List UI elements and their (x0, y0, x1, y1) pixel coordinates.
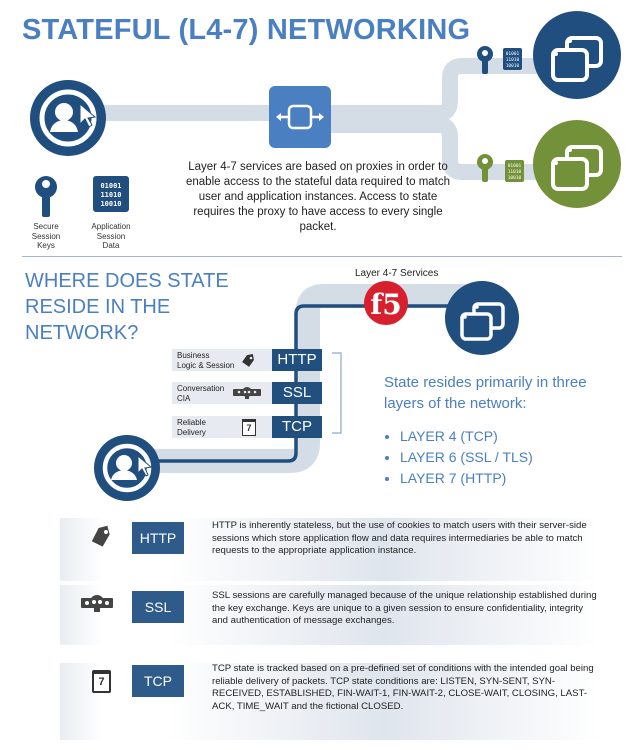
intro-text: Layer 4-7 services are based on proxies … (185, 161, 451, 233)
stack-label: Business Logic & Session (177, 351, 234, 371)
calendar-icon: 7 (242, 419, 256, 436)
layer-item: LAYER 7 (HTTP) (400, 468, 624, 489)
binary-data-icon-green: 01001 11010 10010 (505, 160, 524, 182)
layer-services-label: Layer 4-7 Services (355, 268, 439, 279)
protocol-badge-http: HTTP (272, 349, 322, 371)
protocol-badge-tcp: TCP (272, 416, 322, 438)
legend-label-line: Session (31, 231, 61, 241)
detail-card-http: HTTP HTTP is inherently stateless, but t… (60, 518, 600, 581)
detail-card-ssl: SSL SSL sessions are carefully managed b… (60, 585, 600, 645)
svg-text:11010: 11010 (100, 191, 121, 199)
connection-paths (100, 58, 560, 180)
application-window-icon-green (533, 120, 621, 208)
detail-text: HTTP is inherently stateless, but the us… (212, 520, 587, 556)
detail-card-tcp: 7 TCP TCP state is tracked based on a pr… (60, 663, 600, 740)
protocol-badge: HTTP (132, 522, 184, 554)
detail-text: TCP state is tracked based on a pre-defi… (212, 663, 594, 712)
svg-text:10010: 10010 (508, 175, 522, 181)
svg-text:01001: 01001 (508, 163, 522, 169)
legend-label-line: Data (102, 241, 120, 250)
state-summary: State resides primarily in three layers … (384, 372, 624, 489)
stack-label-line: Delivery (177, 428, 206, 437)
stack-label-line: Reliable (177, 418, 206, 427)
layer-list: LAYER 4 (TCP) LAYER 6 (SSL / TLS) LAYER … (384, 426, 624, 489)
svg-text:10010: 10010 (100, 200, 121, 208)
protocol-badge-ssl: SSL (272, 382, 322, 404)
legend-label-line: Secure (33, 222, 59, 231)
section-heading: WHERE DOES STATE RESIDE IN THE NETWORK? (25, 270, 229, 344)
skull-icon (233, 387, 261, 399)
stack-row-http: Business Logic & Session (172, 349, 292, 371)
stack-label-line: CIA (177, 394, 191, 403)
svg-text:01001: 01001 (100, 182, 121, 190)
svg-text:01001: 01001 (506, 51, 520, 57)
service-path-background (120, 284, 480, 473)
legend-label-line: Session (96, 231, 126, 241)
application-session-data-icon: 01001 11010 10010 (93, 176, 129, 212)
protocol-badge: TCP (132, 665, 184, 697)
user-icon (94, 435, 160, 501)
user-icon (30, 80, 106, 156)
tag-icon (242, 354, 254, 367)
key-icon-green (477, 154, 493, 182)
page-title: STATEFUL (L4-7) NETWORKING (22, 14, 471, 46)
application-window-icon (445, 281, 519, 355)
state-intro: State resides primarily in three layers … (384, 374, 587, 412)
stack-row-ssl: Conversation CIA (172, 382, 292, 404)
key-icon-blue (477, 46, 493, 74)
svg-text:11010: 11010 (508, 169, 522, 175)
state-network-diagram: f5 (94, 281, 519, 501)
stack-label-line: Conversation (177, 384, 225, 393)
svg-text:f5: f5 (370, 288, 402, 321)
legend-label-session-data: Application Session Data (86, 222, 136, 251)
top-network-diagram: 01001 11010 10010 01001 11010 10010 0100… (30, 11, 621, 217)
stack-label: Reliable Delivery (177, 418, 206, 438)
binary-data-icon-blue: 01001 11010 10010 (503, 48, 522, 70)
layer-item: LAYER 6 (SSL / TLS) (400, 447, 624, 468)
legend-label-line: Keys (37, 241, 55, 250)
detail-text: SSL sessions are carefully managed becau… (212, 590, 597, 626)
layer-item: LAYER 4 (TCP) (400, 426, 624, 447)
stack-label-line: Business (177, 351, 210, 360)
section-divider (22, 256, 622, 257)
layer-bracket (332, 352, 342, 434)
svg-text:10010: 10010 (506, 63, 520, 69)
tag-icon (91, 525, 110, 547)
legend-label-session-keys: Secure Session Keys (26, 222, 66, 251)
skull-icon (81, 595, 113, 612)
legend-label-line: Application (91, 222, 131, 231)
stack-row-tcp: Reliable Delivery 7 (172, 416, 292, 438)
protocol-badge: SSL (132, 591, 184, 623)
calendar-icon: 7 (92, 670, 111, 693)
proxy-icon (269, 86, 331, 148)
f5-logo: f5 (364, 281, 408, 325)
application-window-icon-blue (533, 11, 621, 99)
secure-session-key-icon (35, 176, 57, 217)
svg-text:11010: 11010 (506, 57, 520, 63)
stack-label-line: Logic & Session (177, 361, 235, 370)
stack-label: Conversation CIA (177, 384, 224, 404)
